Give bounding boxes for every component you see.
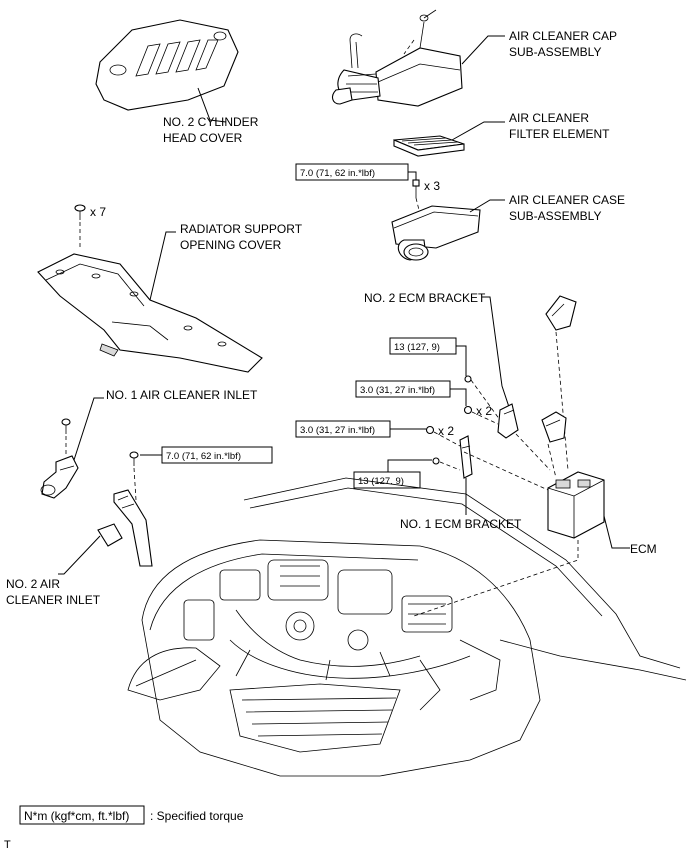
torque-bracket1-lower-value: 13 (127. 9): [358, 476, 404, 487]
case-bolt-quantity: x 3: [424, 179, 440, 193]
bracket2-bolt-icon: [464, 375, 472, 383]
torque-bracket2-lower-value: 3.0 (31, 27 in.*lbf): [360, 385, 435, 396]
air-cleaner-inlet-2-drawing: [97, 489, 153, 567]
bracket2-nut-quantity: x 2: [476, 404, 492, 418]
cylinder-head-cover-label-line2: HEAD COVER: [163, 131, 243, 145]
inlet1-bolt-icon: [61, 418, 71, 434]
air-cleaner-cap-label-line2: SUB-ASSEMBLY: [509, 45, 601, 59]
torque-bracket2-upper-value: 13 (127, 9): [394, 342, 440, 353]
ecm-bracket-1-drawing: [459, 435, 473, 479]
case-bolt-icon: [412, 179, 420, 198]
ecm-label: ECM: [630, 542, 657, 556]
ecm-connector-upper-drawing: [545, 295, 577, 331]
radiator-support-cover-drawing: [37, 253, 263, 373]
air-cleaner-cap-drawing: [331, 9, 463, 107]
air-cleaner-inlet-1-drawing: [40, 455, 79, 499]
cylinder-head-cover-drawing: [95, 19, 239, 111]
bracket2-nut-icon: [463, 405, 473, 415]
torque-bracket1-upper-value: 3.0 (31, 27 in.*lbf): [300, 425, 375, 436]
air-cleaner-case-label-line2: SUB-ASSEMBLY: [509, 209, 601, 223]
legend-torque-box-text: N*m (kgf*cm, ft.*lbf): [24, 809, 129, 823]
legend-description: : Specified torque: [150, 809, 244, 823]
air-cleaner-filter-label-line1: AIR CLEANER: [509, 111, 589, 125]
air-inlet-2-label-line2: CLEANER INLET: [6, 593, 101, 607]
air-cleaner-case-drawing: [391, 205, 481, 261]
air-cleaner-filter-drawing: [393, 135, 465, 157]
radiator-cover-label-line2: OPENING COVER: [180, 238, 282, 252]
ecm-drawing: [547, 471, 605, 539]
air-cleaner-cap-label-line1: AIR CLEANER CAP: [509, 29, 617, 43]
footer-mark: T: [4, 839, 11, 851]
ecm-connector-lower-drawing: [541, 411, 567, 443]
ecm-bracket-2-drawing: [497, 403, 519, 439]
clip-icon: [74, 204, 86, 220]
legend-torque-box: [19, 805, 145, 825]
air-cleaner-case-label-line1: AIR CLEANER CASE: [509, 193, 625, 207]
bracket1-bolt-icon: [432, 457, 440, 465]
cover-clip-quantity: x 7: [90, 205, 106, 219]
inlet2-bolt-icon: [129, 451, 139, 466]
air-inlet-2-label-line1: NO. 2 AIR: [6, 577, 60, 591]
bracket1-nut-icon: [425, 425, 435, 435]
ecm-bracket-1-label: NO. 1 ECM BRACKET: [400, 517, 522, 531]
torque-inlet2-value: 7.0 (71, 62 in.*lbf): [166, 451, 241, 462]
vehicle-engine-bay-drawing: [127, 477, 687, 777]
cylinder-head-cover-label-line1: NO. 2 CYLINDER: [163, 115, 259, 129]
torque-box-bracket1-lower: [353, 471, 421, 489]
ecm-bracket-2-label: NO. 2 ECM BRACKET: [364, 291, 486, 305]
air-cleaner-filter-label-line2: FILTER ELEMENT: [509, 127, 610, 141]
radiator-cover-label-line1: RADIATOR SUPPORT: [180, 222, 303, 236]
air-inlet-1-label: NO. 1 AIR CLEANER INLET: [106, 388, 258, 402]
bracket1-nut-quantity: x 2: [438, 424, 454, 438]
torque-case-value: 7.0 (71, 62 in.*lbf): [300, 168, 375, 179]
